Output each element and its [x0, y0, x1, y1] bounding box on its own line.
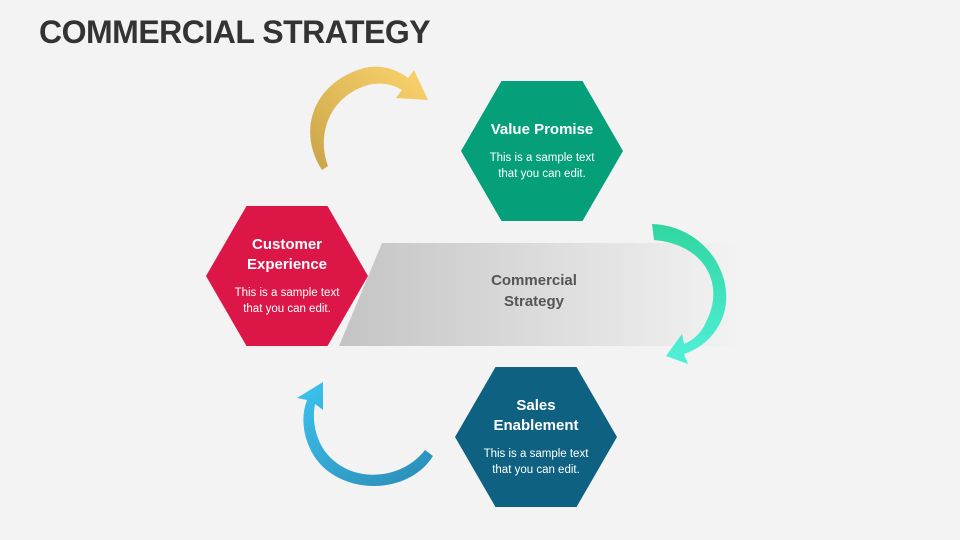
hexagon-customer-experience-title: Customer Experience: [246, 236, 328, 273]
hexagon-sales-enablement: Sales Enablement This is a sample text t…: [455, 367, 617, 507]
hexagon-value-promise-title: Value Promise: [490, 121, 594, 138]
page-title: COMMERCIAL STRATEGY: [39, 14, 431, 50]
hexagon-customer-experience-text: This is a sample text that you can edit.: [234, 287, 340, 315]
curved-arrow-top-left: [310, 66, 428, 170]
curved-arrow-bottom-left: [297, 382, 433, 486]
center-ribbon: [339, 243, 742, 346]
curved-arrow-right: [652, 224, 727, 364]
hexagon-sales-enablement-title: Sales Enablement: [493, 397, 579, 434]
hexagon-sales-enablement-text: This is a sample text that you can edit.: [483, 448, 589, 476]
center-label: Commercial Strategy: [491, 272, 577, 310]
hexagon-value-promise-text: This is a sample text that you can edit.: [489, 152, 595, 180]
